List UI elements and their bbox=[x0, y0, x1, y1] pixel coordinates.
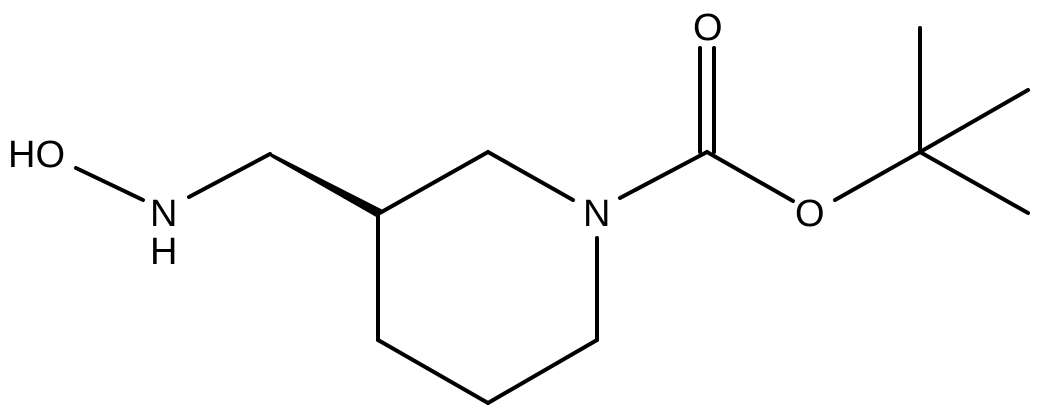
ring-bond-c2-n1 bbox=[486, 150, 575, 202]
atom-label-ester-o: O bbox=[795, 193, 825, 235]
stereo-wedge-bond bbox=[269, 152, 383, 218]
atom-label-ring-n: N bbox=[583, 193, 610, 235]
bond-carbonyl-ester-o bbox=[705, 150, 795, 203]
atom-label-carbonyl-o: O bbox=[693, 7, 723, 49]
bond-ester-o-tbu bbox=[833, 150, 922, 202]
bond-n-ch2 bbox=[187, 152, 272, 199]
bond-tbu-methyl-downright bbox=[918, 150, 1030, 215]
bond-tbu-methyl-upright bbox=[918, 88, 1030, 154]
bond-n-carbonyl bbox=[618, 150, 709, 200]
bond-o-n bbox=[74, 166, 145, 202]
ring-bond-c6-c5 bbox=[486, 338, 599, 405]
ring-bond-c5-c4 bbox=[376, 338, 490, 405]
atom-label-hydroxyl: HO bbox=[8, 134, 65, 176]
ring-bond-c3-c2 bbox=[376, 150, 490, 216]
atom-label-amine-h: H bbox=[150, 231, 177, 273]
atom-label-amine-n: N bbox=[150, 193, 177, 235]
